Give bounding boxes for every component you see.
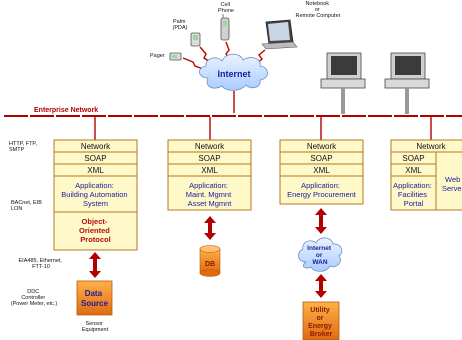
ddc-label: DDC Controller (Power Meter, etc.) xyxy=(11,289,58,307)
db-label: DB xyxy=(205,261,215,268)
desktop-computer-icon xyxy=(384,52,430,114)
stack-building-automation: Network SOAP XML Application: Building A… xyxy=(53,139,138,251)
desktop-computer-icon xyxy=(320,52,366,114)
network-layer-label: Network xyxy=(195,142,225,151)
double-arrow xyxy=(89,252,101,278)
enterprise-network-label: Enterprise Network xyxy=(34,107,98,114)
palm-pda-icon xyxy=(190,32,201,47)
data-source-label: Data Source xyxy=(81,289,109,308)
double-arrow xyxy=(204,216,216,240)
application-layer xyxy=(167,175,252,211)
notebook-label: Notebook or Remote Computer xyxy=(296,1,341,19)
internet-label: Internet xyxy=(217,69,250,79)
application-layer-label: Application: Maint. Mgmnt Asset Mgmnt xyxy=(186,181,234,208)
notebook-computer-icon xyxy=(261,19,298,50)
internet-wan-cloud: Internet or WAN xyxy=(298,237,343,272)
sensor-equipment-label: Sensor Equipment xyxy=(82,321,109,333)
stack-energy-procurement: Network SOAP XML Application: Energy Pro… xyxy=(279,139,364,205)
soap-layer-label: SOAP xyxy=(198,154,220,163)
wan-label: Internet or WAN xyxy=(307,245,333,266)
eia-label: EIA485, Ethernet, FTT-10 xyxy=(19,258,64,270)
xml-layer-label: XML xyxy=(313,166,330,175)
web-server-label: Web Server xyxy=(442,175,462,193)
cell-phone-label: Cell Phone xyxy=(218,2,234,14)
network-layer-label: Network xyxy=(307,142,337,151)
application-layer-label: Application: Building Automation System xyxy=(61,181,129,208)
pager-icon xyxy=(169,52,182,61)
xml-layer-label: XML xyxy=(87,166,104,175)
database-cylinder: DB xyxy=(199,245,221,277)
protocol-layer-label: Object- Oriented Protocol xyxy=(79,217,112,244)
cell-phone-icon xyxy=(220,14,230,41)
palm-label: Palm (PDA) xyxy=(173,19,188,31)
application-layer xyxy=(53,175,138,213)
protocols-label: HTTP, FTP, SMTP xyxy=(9,141,38,153)
stack-maintenance-management: Network SOAP XML Application: Maint. Mgm… xyxy=(167,139,252,211)
utility-energy-broker-box: Utility or Energy Broker xyxy=(302,301,340,340)
utility-label: Utility or Energy Broker xyxy=(308,307,334,338)
application-layer-label: Application: Facilities Portal xyxy=(393,181,434,208)
network-drops xyxy=(94,117,432,140)
data-source-box: Data Source xyxy=(76,280,113,316)
application-layer xyxy=(390,175,437,211)
xml-layer-label: XML xyxy=(405,166,422,175)
stack-facilities-portal: Network SOAP XML Application: Facilities… xyxy=(390,139,462,211)
network-layer-label: Network xyxy=(81,142,111,151)
double-arrow xyxy=(315,208,327,234)
double-arrow xyxy=(315,274,327,298)
bacnet-label: BACnet, EIB LON xyxy=(11,200,43,212)
application-layer xyxy=(279,175,364,205)
network-layer-label: Network xyxy=(416,142,446,151)
pager-label: Pager xyxy=(150,53,165,59)
soap-layer-label: SOAP xyxy=(84,154,106,163)
web-server-layer xyxy=(435,151,462,211)
application-layer-label: Application: Energy Procurement xyxy=(287,181,357,199)
protocol-layer xyxy=(53,211,138,251)
soap-layer-label: SOAP xyxy=(402,154,424,163)
xml-layer-label: XML xyxy=(201,166,218,175)
internet-cloud: Internet xyxy=(199,53,268,91)
soap-layer-label: SOAP xyxy=(310,154,332,163)
